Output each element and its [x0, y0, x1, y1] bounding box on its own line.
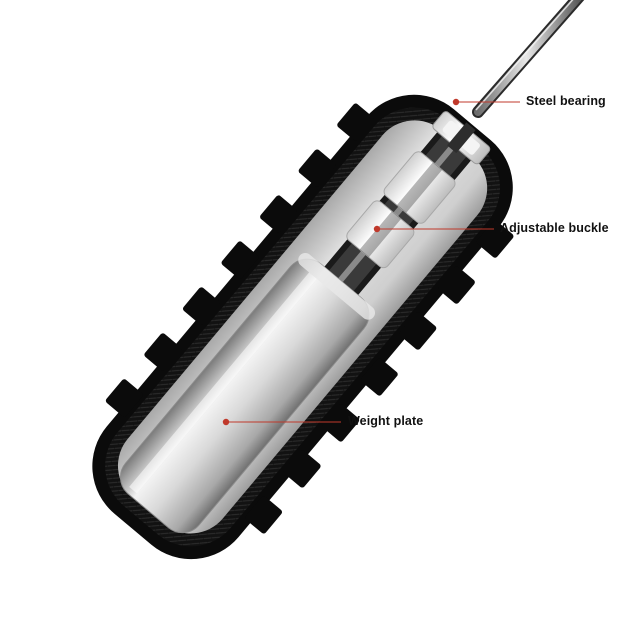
steel-bearing-part: [432, 111, 491, 165]
steel-bearing-leader-dot: [452, 98, 460, 106]
handle-body: [92, 94, 514, 560]
weight-plate-leader-dot: [222, 418, 230, 426]
adjustable-buckle-label: Adjustable buckle: [500, 221, 609, 235]
weight-plate-label: Weight plate: [348, 414, 424, 428]
steel-bearing-label: Steel bearing: [526, 94, 606, 108]
callout-leaders: [222, 98, 520, 426]
weight-plate-part: [120, 252, 376, 534]
adjustable-buckle-leader-dot: [373, 225, 381, 233]
steel-cable: [472, 0, 585, 118]
adjustable-buckle-part: [346, 151, 456, 269]
